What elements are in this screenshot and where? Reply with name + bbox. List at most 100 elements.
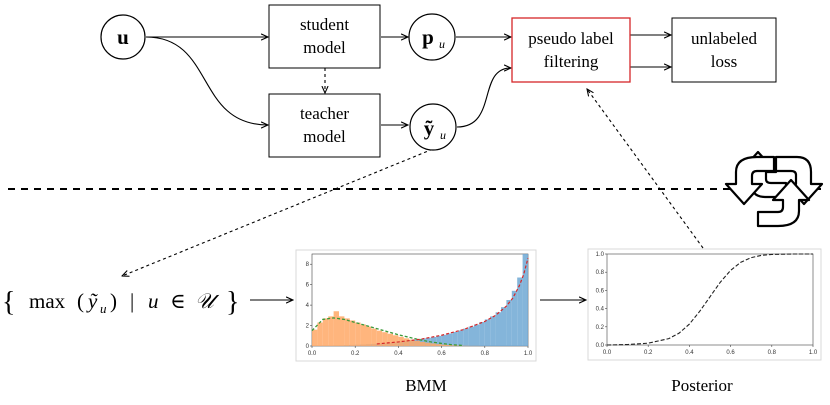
- student-model-line2: model: [303, 38, 346, 57]
- bmm-bar-orange: [317, 322, 323, 346]
- bmm-bar-blue: [441, 334, 447, 346]
- bmm-bar-orange: [403, 338, 410, 346]
- bmm-bar-orange: [452, 345, 458, 346]
- set-bar: |: [130, 289, 134, 313]
- bmm-bar-blue: [490, 316, 496, 346]
- bmm-bar-orange: [355, 322, 361, 346]
- bmm-bar-blue: [522, 254, 528, 346]
- bmm-x-tick-label: 0.0: [308, 351, 317, 357]
- edge-y-filter: [456, 68, 511, 128]
- input-u-node: u: [100, 14, 146, 60]
- posterior-axes-box: [606, 253, 814, 346]
- bmm-green-fit: [311, 317, 464, 347]
- set-lparen: (: [77, 289, 84, 313]
- bmm-bar-orange: [409, 339, 415, 346]
- bmm-bar-orange: [328, 316, 334, 346]
- bmm-y-tick-label: 2: [306, 324, 310, 330]
- posterior-y-tick-label: 0.6: [596, 288, 605, 294]
- set-in: ∈: [170, 289, 186, 313]
- bmm-bar-orange: [366, 326, 372, 346]
- student-prediction-label: p: [422, 25, 434, 49]
- teacher-model-box: teacher model: [268, 93, 381, 158]
- posterior-x-tick-label: 0.8: [768, 350, 777, 356]
- connectors: [122, 35, 704, 300]
- bmm-bar-orange: [425, 342, 431, 346]
- posterior-y-tick-label: 0.4: [596, 307, 605, 313]
- bmm-bar-orange: [398, 336, 404, 346]
- bmm-bar-blue: [452, 331, 458, 346]
- bmm-bar-orange: [420, 341, 426, 346]
- bmm-bar-blue: [425, 337, 431, 346]
- bmm-bar-orange: [376, 330, 383, 346]
- bmm-x-tick-label: 0.2: [351, 351, 360, 357]
- unlabeled-loss-box: unlabeled loss: [671, 17, 777, 83]
- posterior-curve: [606, 253, 813, 346]
- bmm-bar-blue: [501, 307, 507, 346]
- bmm-bar-blue: [430, 337, 437, 346]
- bmm-bar-orange: [393, 335, 399, 346]
- bmm-red-fit: [376, 257, 529, 345]
- bmm-bar-blue: [517, 277, 523, 346]
- bmm-bar-orange: [344, 318, 350, 346]
- bmm-bar-orange: [447, 345, 453, 346]
- edge-posterior-filter: [587, 89, 704, 249]
- bmm-bar-blue: [447, 333, 453, 346]
- posterior-frame: [587, 248, 822, 361]
- posterior-x-tick-label: 0.2: [644, 350, 653, 356]
- bmm-bar-orange: [333, 311, 339, 346]
- bmm-bar-orange: [387, 333, 393, 346]
- set-open-brace: {: [2, 287, 15, 318]
- bmm-y-tick-label: 8: [306, 262, 310, 268]
- posterior-caption: Posterior: [671, 376, 733, 395]
- set-max: max: [29, 289, 66, 313]
- loss-line1: unlabeled: [691, 29, 758, 48]
- bmm-bar-orange: [322, 318, 329, 346]
- bmm-x-tick-label: 1.0: [524, 351, 533, 357]
- set-U: 𝒰: [195, 289, 220, 313]
- posterior-y-tick-label: 0.8: [596, 270, 605, 276]
- set-close-brace: }: [226, 287, 239, 318]
- posterior-x-tick-label: 1.0: [809, 350, 818, 356]
- bmm-bar-orange: [430, 343, 437, 346]
- bmm-bar-orange: [339, 316, 345, 346]
- bmm-bar-blue: [511, 290, 518, 346]
- cycle-icon: [724, 150, 824, 228]
- posterior-y-tick-label: 0.0: [596, 343, 605, 349]
- bmm-y-tick-label: 0: [306, 344, 310, 350]
- bmm-bar-orange: [312, 329, 318, 346]
- student-prediction-node: p u: [408, 13, 456, 61]
- posterior-y-tick-label: 0.2: [596, 325, 605, 331]
- teacher-prediction-sub: u: [440, 128, 446, 142]
- bmm-x-tick-label: 0.8: [481, 351, 490, 357]
- posterior-x-tick-label: 0.4: [685, 350, 694, 356]
- bmm-bar-orange: [441, 344, 447, 346]
- edge-u-teacher: [145, 36, 268, 125]
- bmm-bar-blue: [457, 330, 464, 346]
- student-prediction-sub: u: [439, 37, 445, 51]
- bmm-bar-blue: [506, 300, 512, 346]
- bmm-bar-orange: [349, 320, 356, 346]
- bmm-bar-blue: [484, 319, 491, 346]
- set-expression: { max ( ỹ u ) | u ∈ 𝒰 }: [2, 287, 239, 318]
- filter-line1: pseudo label: [528, 29, 614, 48]
- bmm-bar-blue: [436, 335, 442, 346]
- set-y-sub: u: [100, 301, 107, 316]
- bmm-caption: BMM: [405, 376, 447, 395]
- loss-line2: loss: [711, 52, 737, 71]
- bmm-bar-orange: [371, 328, 377, 346]
- student-model-box: student model: [268, 4, 381, 69]
- set-y: ỹ: [86, 289, 98, 313]
- bmm-y-tick-label: 6: [306, 283, 310, 289]
- bmm-bar-orange: [382, 332, 388, 346]
- teacher-prediction-node: ỹ u: [409, 103, 457, 151]
- bmm-bar-orange: [436, 344, 442, 346]
- edge-y-set: [122, 146, 439, 276]
- student-model-line1: student: [300, 15, 349, 34]
- teacher-model-line2: model: [303, 127, 346, 146]
- set-rparen: ): [110, 289, 117, 313]
- bmm-bar-blue: [463, 328, 469, 346]
- bmm-x-tick-label: 0.6: [437, 351, 446, 357]
